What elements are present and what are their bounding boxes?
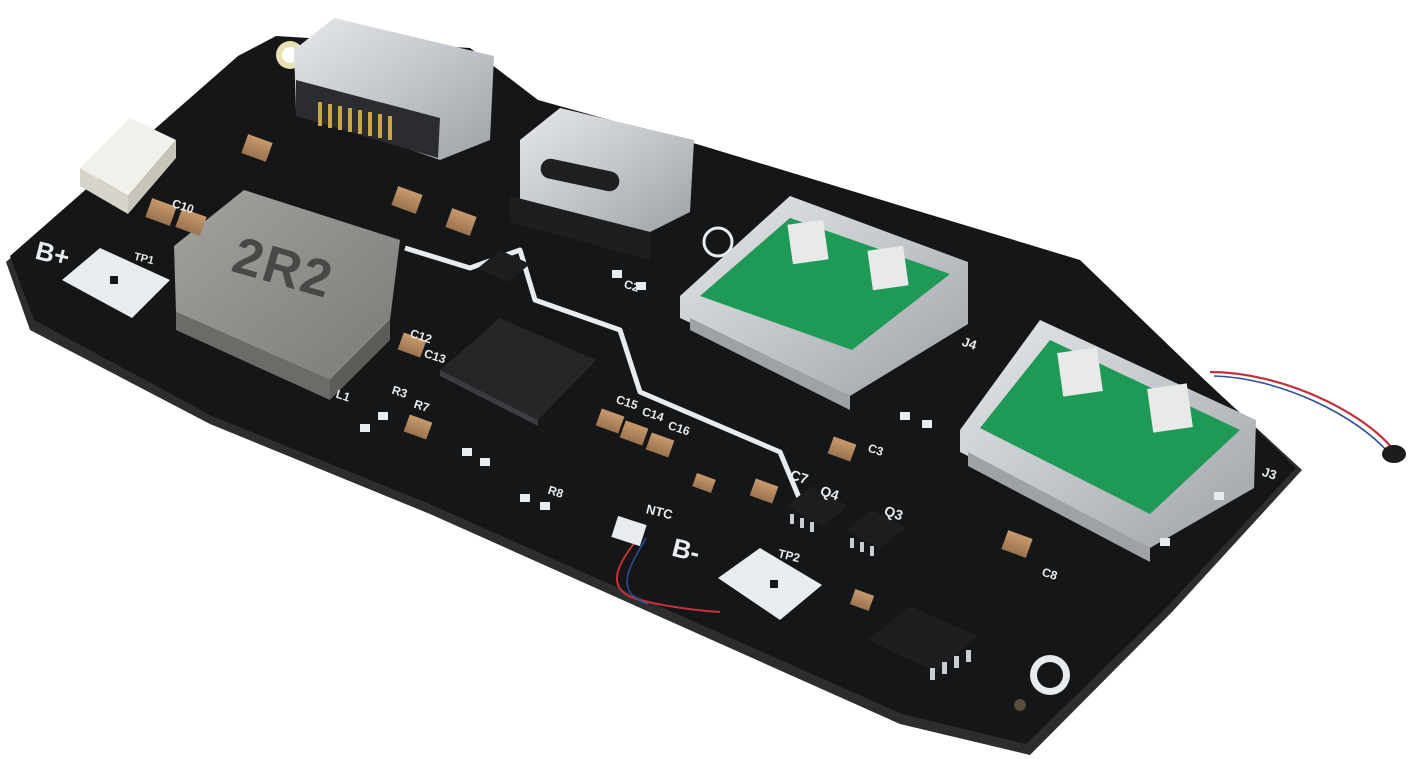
l1-label: L1	[334, 387, 352, 405]
tp2-label: TP2	[777, 546, 802, 565]
pcb-surface	[10, 36, 1296, 744]
sot23-chip	[478, 250, 530, 282]
mounting-hole-small	[1014, 699, 1026, 711]
test-pad-2	[718, 548, 822, 620]
usb-a-port-2	[960, 320, 1256, 562]
q4-label: Q4	[818, 482, 841, 503]
c8-label: C8	[1040, 565, 1059, 583]
c15-label: C15	[614, 392, 640, 412]
mosfet-q3	[846, 510, 906, 556]
capacitors	[145, 134, 1033, 611]
c13-label: C13	[422, 346, 448, 366]
test-pad-1	[62, 248, 170, 318]
ntc-wire	[611, 515, 721, 613]
inductor: 2R2	[174, 190, 400, 400]
c10-label: C10	[170, 196, 196, 216]
r7-label: R7	[412, 397, 431, 415]
j4-label: J4	[960, 334, 979, 353]
c7-label: C7	[788, 466, 810, 487]
main-controller-chip	[440, 318, 596, 426]
ntc-label: NTC	[645, 501, 675, 522]
battery-connector	[80, 118, 176, 214]
thermistor-bead	[1382, 445, 1406, 463]
j3-label: J3	[1260, 464, 1278, 483]
trace-outline	[404, 245, 803, 501]
resistors	[360, 270, 1224, 546]
tp1-label: TP1	[133, 251, 155, 268]
q3-label: Q3	[882, 502, 905, 523]
usb-c-port-secondary	[510, 108, 694, 260]
sop8-chip	[868, 606, 978, 680]
usb-c-port-input	[294, 18, 494, 160]
c2-label: C2	[622, 277, 641, 295]
r8-label: R8	[546, 483, 565, 501]
c14-label: C14	[640, 404, 666, 424]
r3-label: R3	[390, 383, 409, 401]
thermistor-probe-wire	[1209, 370, 1406, 463]
c3-label: C3	[866, 441, 885, 459]
usb-a-port-1	[680, 196, 968, 410]
c12-label: C12	[408, 326, 434, 346]
mosfet-q4	[786, 486, 848, 532]
c16-label: C16	[666, 418, 692, 438]
